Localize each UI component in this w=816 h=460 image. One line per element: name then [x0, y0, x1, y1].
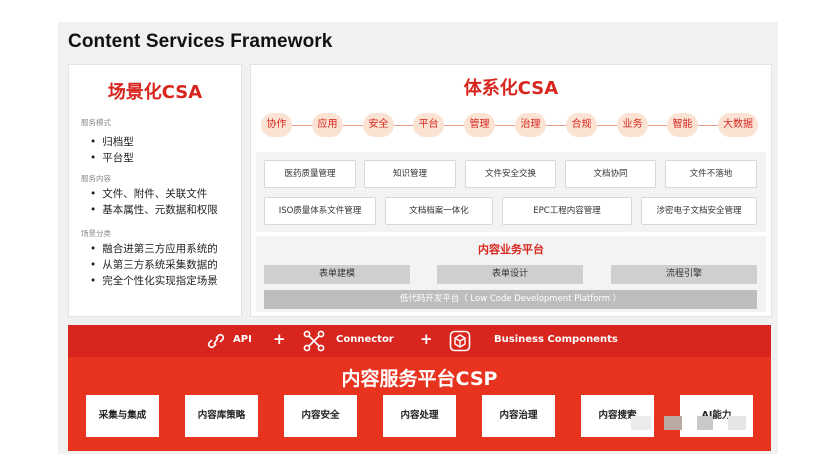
business-platform-title: 内容业务平台: [478, 243, 544, 256]
business-box: 知识管理: [364, 160, 456, 188]
connector-icon: [303, 330, 325, 352]
list-item: 基本属性、元数据和权限: [90, 202, 218, 217]
platform-module: 流程引擎: [611, 265, 757, 284]
watermark-patch: [664, 416, 682, 430]
capability-chip: 平台: [413, 113, 444, 137]
business-box: ISO质量体系文件管理: [264, 197, 376, 225]
watermark-patch: [631, 416, 651, 430]
csp-title: 内容服务平台CSP: [341, 368, 498, 390]
capability-chip: 安全: [363, 113, 394, 137]
capability-chip: 合规: [566, 113, 597, 137]
api-link-icon: [207, 333, 225, 349]
csp-module: 内容安全: [284, 395, 357, 437]
capability-chain-line: [272, 125, 752, 126]
api-label: API: [233, 334, 252, 345]
section-label-scenario-type: 场景分类: [81, 229, 111, 238]
section-label-service-mode: 服务模式: [81, 118, 111, 127]
connector-label: Connector: [336, 334, 394, 345]
integration-bar: [68, 325, 771, 357]
csp-module: 内容治理: [482, 395, 555, 437]
list-item: 从第三方系统采集数据的: [90, 257, 218, 272]
platform-module: 表单建模: [264, 265, 410, 284]
capability-chip: 管理: [464, 113, 495, 137]
business-box: EPC工程内容管理: [502, 197, 632, 225]
diagram-title: Content Services Framework: [68, 31, 333, 52]
business-box: 文档协同: [565, 160, 656, 188]
csp-module: 内容库策略: [185, 395, 258, 437]
capability-chip: 协作: [261, 113, 292, 137]
list-item: 完全个性化实现指定场景: [90, 273, 218, 288]
capability-chip: 智能: [667, 113, 698, 137]
csp-module: 内容处理: [383, 395, 456, 437]
plus-sign: +: [273, 330, 286, 348]
list-item: 归档型: [90, 134, 134, 149]
list-item: 融合进第三方应用系统的: [90, 241, 218, 256]
capability-chip: 大数据: [718, 113, 758, 137]
business-box: 文档档案一体化: [385, 197, 493, 225]
capability-chip: 治理: [515, 113, 546, 137]
list-item: 文件、附件、关联文件: [90, 186, 207, 201]
watermark-patch: [697, 416, 713, 430]
platform-module: 表单设计: [437, 265, 583, 284]
business-box: 文件安全交换: [465, 160, 556, 188]
section-label-service-content: 服务内容: [81, 174, 111, 183]
lowcode-platform-bar: 低代码开发平台（ Low Code Development Platform ）: [264, 290, 757, 309]
watermark-patch: [728, 416, 746, 430]
capability-chip: 业务: [617, 113, 648, 137]
business-components-label: Business Components: [494, 334, 618, 345]
capability-chip: 应用: [312, 113, 343, 137]
list-item: 平台型: [90, 150, 134, 165]
plus-sign: +: [420, 330, 433, 348]
business-box: 医药质量管理: [264, 160, 356, 188]
business-box: 文件不落地: [665, 160, 757, 188]
business-components-cube-icon: [449, 330, 471, 352]
system-csa-title: 体系化CSA: [463, 78, 559, 99]
scenario-csa-title: 场景化CSA: [107, 82, 203, 103]
csp-module: 采集与集成: [86, 395, 159, 437]
business-box: 涉密电子文档安全管理: [641, 197, 757, 225]
